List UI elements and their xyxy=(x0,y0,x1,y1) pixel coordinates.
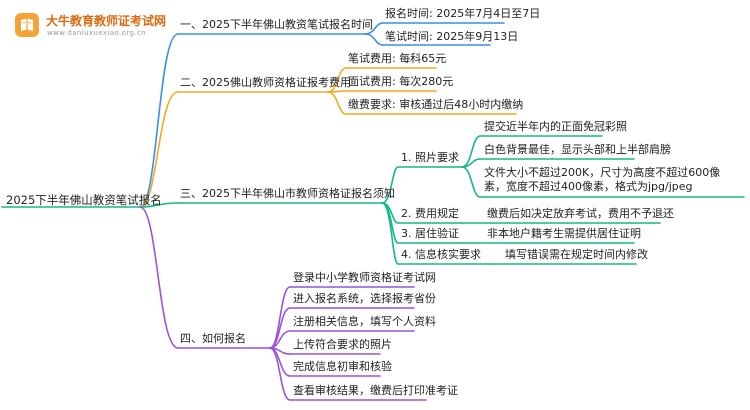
branch-3-group-1-item-1: 提交近半年内的正面免冠彩照 xyxy=(484,120,627,133)
root-node: 2025下半年佛山教资笔试报名 xyxy=(6,193,162,207)
brand-url: www.daniuxuexiao.org.cn xyxy=(47,29,147,37)
branch-4-item-6: 查看审核结果，缴费后打印准考证 xyxy=(293,384,458,397)
branch-4-item-4: 上传符合要求的照片 xyxy=(293,338,392,351)
branch-3-group-4-item-1: 填写错误需在规定时间内修改 xyxy=(505,248,648,261)
branch-2-item-2: 面试费用: 每次280元 xyxy=(348,75,454,88)
branch-4-item-3: 注册相关信息，填写个人资料 xyxy=(293,315,436,328)
branch-3-group-3-item-1: 非本地户籍考生需提供居住证明 xyxy=(487,227,641,240)
branch-1-item-1: 报名时间: 2025年7月4日至7日 xyxy=(385,7,541,20)
branch-4-item-1: 登录中小学教师资格证考试网 xyxy=(293,271,436,284)
brand-title: 大牛教育教师证考试网 xyxy=(46,14,167,28)
branch-1-item-2: 笔试时间: 2025年9月13日 xyxy=(385,30,519,43)
branch-3-group-1-item-2: 白色背景最佳，显示头部和上半部肩膀 xyxy=(484,143,671,156)
branch-3-group-2-item-1: 缴费后如决定放弃考试，费用不予退还 xyxy=(487,207,674,220)
brand-logo: 大牛教育教师证考试网 www.daniuxuexiao.org.cn xyxy=(14,8,184,44)
branch-4-connectors xyxy=(139,206,427,401)
branch-4-item-2: 进入报名系统，选择报考省份 xyxy=(293,292,436,305)
branch-2-item-3: 缴费要求: 审核通过后48小时内缴纳 xyxy=(348,98,524,111)
branch-2-item-1: 笔试费用: 每科65元 xyxy=(348,52,447,65)
branch-1-label: 一、2025下半年佛山教资笔试报名时间 xyxy=(180,18,373,31)
branch-1-connectors xyxy=(139,22,505,208)
branch-3-label: 三、2025下半年佛山市教师资格证报名须知 xyxy=(180,187,395,200)
branch-4-item-5: 完成信息初审和核验 xyxy=(293,360,392,373)
book-logo-icon xyxy=(15,13,39,37)
branch-2-label: 二、2025佛山教师资格证报考费用 xyxy=(180,76,351,89)
branch-3-group-2-label: 2. 费用规定 xyxy=(401,207,459,220)
branch-3-group-1-item-3: 文件大小不超过200K，尺寸为高度不超过600像素，宽度不超过400像素，格式为… xyxy=(484,166,721,193)
branch-4-label: 四、如何报名 xyxy=(180,332,246,345)
branch-3-connectors xyxy=(1,135,745,265)
branch-3-group-3-label: 3. 居住验证 xyxy=(401,227,459,240)
branch-3-group-4-label: 4. 信息核实要求 xyxy=(401,248,481,261)
branch-3-group-1-label: 1. 照片要求 xyxy=(401,151,459,164)
branch-2-connectors xyxy=(139,67,517,208)
